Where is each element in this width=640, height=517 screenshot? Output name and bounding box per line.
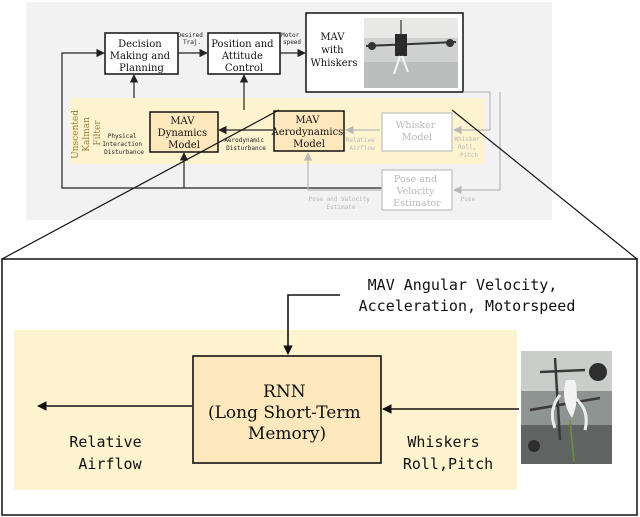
desired-traj-label-2: Traj. xyxy=(183,39,201,46)
decision-line-2: Making and xyxy=(110,51,171,62)
svg-text:MAV Aerodynamics M: MAV Aerodynamics Model xyxy=(271,115,347,150)
mav-photo-small xyxy=(364,18,458,88)
position-line-3: Control xyxy=(225,63,263,74)
svg-text:Pose: Pose xyxy=(461,196,476,203)
output-label: Relative Airflow xyxy=(69,433,150,473)
svg-text:Pose and Velocity: Pose and Velocity Estimator xyxy=(393,174,441,209)
decision-box: Decision Making and Planning xyxy=(104,32,179,75)
svg-text:Whisker Model: Whisker Model xyxy=(396,120,439,143)
position-line-1: Position and xyxy=(211,39,274,50)
svg-text:Decision Making and: Decision Making and Planning xyxy=(110,39,173,74)
desired-traj-label-1: Desired xyxy=(178,32,204,39)
rnn-line-3: Memory) xyxy=(248,424,326,444)
svg-text:Desired Traj.: Desired Traj. xyxy=(178,32,207,46)
mav-box-line-3: Whiskers xyxy=(311,58,358,69)
rnn-line-2: (Long Short-Term xyxy=(208,403,361,423)
rnn-line-1: RNN xyxy=(263,382,306,402)
mav-box-line-2: with xyxy=(321,45,344,56)
whiskers-label: Whiskers Roll,Pitch xyxy=(403,433,493,473)
svg-text:MAV with Whiskers: MAV with Whiskers xyxy=(311,32,358,69)
mav-box-line-1: MAV xyxy=(320,32,345,43)
inputs-label: MAV Angular Velocity, Acceleration, Moto… xyxy=(359,276,576,315)
aero-model-box: MAV Aerodynamics Model xyxy=(271,110,347,152)
rnn-box: RNN (Long Short-Term Memory) xyxy=(192,355,382,464)
svg-text:Pose and Velocity Estima: Pose and Velocity Estimate xyxy=(308,196,373,211)
decision-line-1: Decision xyxy=(118,39,162,50)
physical-disturbance-label: Physical Interaction Disturbance xyxy=(102,133,145,156)
position-line-2: Attitude xyxy=(221,51,263,62)
position-control-box: Position and Attitude Control xyxy=(207,32,281,75)
motor-speed-label-2: speed xyxy=(283,39,301,46)
faded-estimator-section: Relative Airflow Whisker Model Whisker R… xyxy=(303,91,501,211)
zoom-line-right xyxy=(451,109,638,260)
svg-text:Whisker Roll, Pitc: Whisker Roll, Pitch xyxy=(455,136,484,159)
zoom-line-left xyxy=(1,109,280,260)
mav-with-whiskers-box: MAV with Whiskers xyxy=(305,12,464,93)
decision-line-3: Planning xyxy=(119,63,164,74)
svg-text:Relative Airflow: Relative Airflow xyxy=(346,137,379,152)
motor-speed-label-1: Motor xyxy=(281,32,299,39)
svg-text:Position and Attitude: Position and Attitude Control xyxy=(211,39,277,74)
dynamics-model-box: MAV Dynamics Model xyxy=(149,111,219,153)
aero-disturbance-label: Aerodynamic Disturbance xyxy=(224,137,267,152)
svg-text:Motor speed: Motor speed xyxy=(281,32,303,46)
svg-text:MAV Dynamics Model: MAV Dynamics Model xyxy=(158,116,211,151)
svg-text:RNN (Long Short-Term: RNN (Long Short-Term Memory) xyxy=(208,382,366,444)
whisker-photo xyxy=(521,351,612,464)
ukf-label: Unscented Kalman Filter xyxy=(71,107,103,159)
